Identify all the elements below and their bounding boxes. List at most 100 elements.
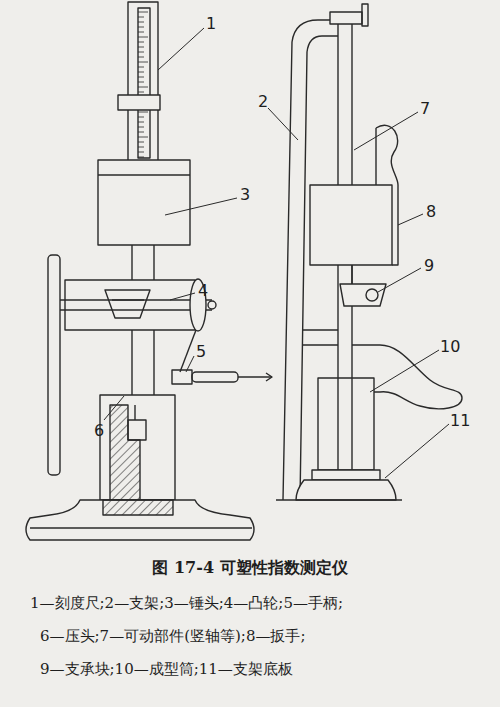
movable-shaft [362, 4, 368, 26]
leader-lines [268, 108, 298, 140]
legend-text: 6—压头;7—可动部件(竖轴等);8—扳手; [40, 627, 306, 645]
scale-ruler [138, 152, 144, 153]
scale-ruler [138, 127, 144, 128]
cam-assembly [208, 301, 216, 309]
scale-ruler [138, 27, 144, 28]
scale-ruler [138, 8, 150, 158]
forming-cylinder [318, 378, 374, 470]
crank-handle [238, 376, 272, 377]
callout-number: 3 [240, 185, 250, 204]
forming-cylinder [351, 378, 352, 470]
scale-ruler [138, 12, 148, 13]
callout-number: 6 [94, 421, 104, 440]
support-frame [303, 330, 338, 345]
figure-caption: 图 17-4 可塑性指数测定仪 [152, 558, 347, 577]
leader-lines [186, 356, 194, 372]
callout-number: 7 [420, 99, 430, 118]
scale-ruler [138, 137, 148, 138]
scale-ruler [138, 82, 144, 83]
wrench-lever [310, 125, 398, 265]
forming-cylinder [337, 378, 338, 470]
hammer-head [98, 160, 190, 245]
press-column [128, 420, 146, 440]
leader-lines [370, 350, 439, 392]
scale-ruler [118, 2, 160, 170]
left-base [26, 500, 254, 540]
crank-handle [192, 372, 238, 382]
callout-number: 9 [424, 256, 434, 275]
callout-number: 11 [450, 411, 470, 430]
support-block [340, 284, 386, 306]
leader-lines [104, 396, 124, 420]
leader-lines [165, 198, 237, 215]
leader-lines [354, 112, 418, 150]
scale-ruler [138, 12, 148, 157]
cam-assembly [105, 290, 150, 318]
crank-handle [172, 330, 272, 384]
legend-text: 9—支承块;10—成型筒;11—支架底板 [40, 660, 293, 678]
scale-ruler [138, 47, 144, 48]
base-plate [312, 470, 380, 480]
crank-handle [266, 373, 272, 381]
cam-assembly [60, 309, 212, 310]
press-column [134, 405, 135, 420]
scale-ruler [138, 87, 148, 88]
cam-assembly [48, 255, 60, 475]
base-plate [276, 499, 402, 500]
callout-number: 10 [440, 337, 460, 356]
scale-ruler [138, 62, 148, 63]
scale-ruler [138, 112, 148, 113]
scale-ruler [138, 42, 144, 43]
leader-lines [398, 214, 423, 225]
forming-cylinder [318, 378, 374, 470]
scale-ruler [138, 57, 144, 58]
crank-handle [180, 330, 196, 372]
scale-ruler [138, 67, 144, 68]
scale-ruler [138, 132, 144, 133]
leader-lines [378, 268, 421, 292]
movable-shaft [330, 12, 362, 24]
scale-ruler [138, 92, 144, 93]
callout-number: 8 [426, 202, 436, 221]
scale-ruler [138, 52, 144, 53]
callout-number: 2 [258, 92, 268, 111]
wrench-lever [376, 125, 398, 265]
press-column [100, 395, 175, 500]
left-base [30, 527, 252, 528]
scale-ruler [138, 122, 144, 123]
scale-ruler [138, 17, 144, 18]
scale-ruler [138, 147, 144, 148]
hammer-head [98, 174, 190, 175]
left-base [103, 500, 173, 515]
callout-number: 5 [196, 342, 206, 361]
scale-ruler [138, 142, 144, 143]
base-plate [276, 470, 402, 500]
scale-ruler [118, 95, 160, 110]
instrument-drawing [26, 2, 462, 540]
scale-ruler [128, 2, 158, 170]
scale-ruler [138, 32, 144, 33]
cam-assembly [60, 299, 212, 300]
press-column [110, 405, 140, 500]
scale-ruler [138, 117, 144, 118]
scale-ruler [138, 77, 144, 78]
callout-number: 1 [206, 14, 216, 33]
leader-lines [170, 293, 195, 300]
leader-lines [158, 28, 204, 70]
support-block [366, 289, 378, 301]
scale-ruler [138, 22, 144, 23]
callout-number: 4 [198, 281, 208, 300]
leader-lines [385, 424, 449, 478]
hammer-head [98, 160, 190, 245]
wrench-lever [310, 185, 392, 265]
left-base [26, 500, 254, 540]
scale-ruler [138, 37, 148, 38]
legend-text: 1—刻度尺;2—支架;3—锤头;4—凸轮;5—手柄; [30, 594, 343, 612]
support-block [351, 265, 352, 284]
support-block [340, 265, 386, 306]
scale-ruler [138, 157, 144, 158]
scale-ruler [138, 72, 144, 73]
leader-lines [104, 28, 449, 478]
crank-handle [172, 370, 192, 384]
base-plate [296, 480, 396, 500]
